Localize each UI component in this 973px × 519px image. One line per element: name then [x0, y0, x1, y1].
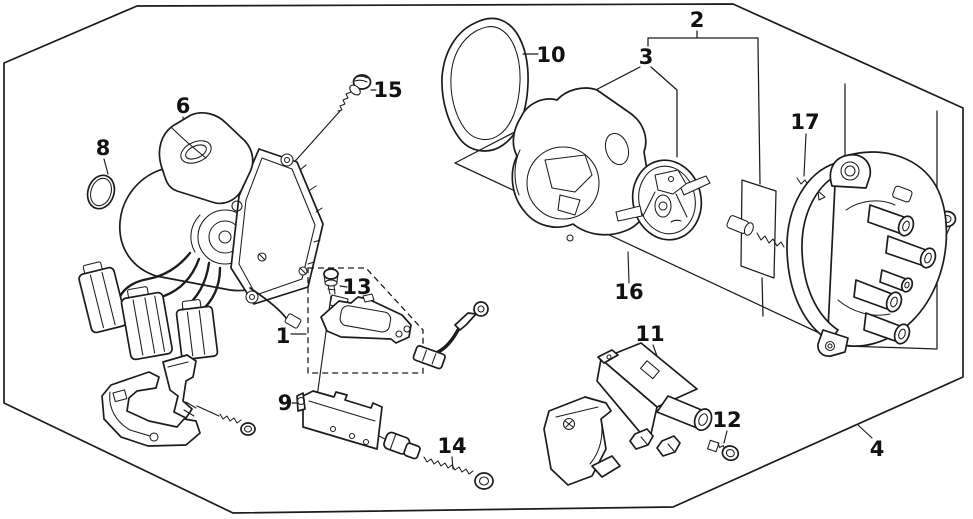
callout-17: 17 [790, 110, 819, 134]
callout-13: 13 [342, 275, 371, 299]
ignition-coil [596, 342, 713, 457]
mounting-bracket [101, 354, 256, 447]
callout-14: 14 [437, 434, 466, 458]
cap-tower [885, 235, 937, 269]
callout-1: 1 [276, 324, 291, 348]
bolt-13 [323, 268, 339, 295]
callout-12: 12 [712, 408, 741, 432]
callout-3: 3 [639, 45, 654, 69]
cap-tower [853, 279, 903, 313]
body-top-cover [158, 112, 254, 205]
seal-ring [441, 17, 529, 152]
mounting-flange [230, 148, 324, 305]
pickup-harness [412, 301, 489, 370]
igniter-unit [320, 293, 412, 344]
sensor-screw-14 [383, 431, 494, 490]
callout-9: 9 [278, 391, 293, 415]
cap-tower [863, 312, 911, 345]
cover-plate-9 [296, 390, 383, 450]
cap-tower [867, 204, 915, 237]
wire-connector-2 [120, 286, 173, 361]
coil-cover [543, 396, 621, 486]
screw-12 [707, 439, 740, 462]
sensor-housing [511, 87, 651, 242]
section-border [3, 3, 964, 514]
rotor [615, 159, 711, 241]
cap-tower [879, 269, 914, 293]
callout-10: 10 [536, 43, 565, 67]
callout-8: 8 [96, 136, 111, 160]
callout-11: 11 [635, 322, 664, 346]
contact-point-panel [726, 179, 785, 279]
distributor-cap [786, 151, 948, 357]
wire-connector-1 [78, 261, 128, 334]
callout-4: 4 [870, 437, 885, 461]
callouts: 1 2 3 4 6 8 9 10 11 12 13 14 15 16 17 [96, 8, 885, 461]
callout-6: 6 [176, 94, 191, 118]
distributor-body [78, 112, 349, 361]
callout-2: 2 [690, 8, 705, 32]
callout-15: 15 [373, 78, 402, 102]
callout-16: 16 [614, 280, 643, 304]
o-ring [86, 174, 116, 210]
bolt-15 [337, 74, 372, 112]
wire-connector-3 [175, 299, 219, 361]
